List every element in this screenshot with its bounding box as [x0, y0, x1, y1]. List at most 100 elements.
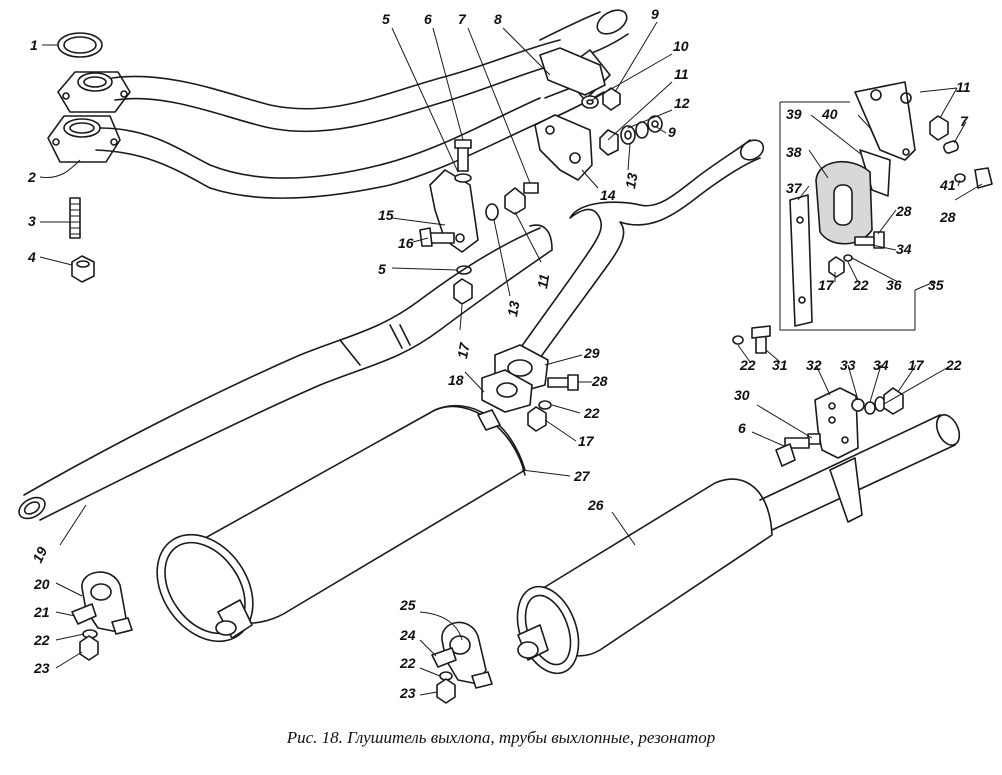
part-24-clamp-bar: [431, 647, 457, 668]
callout-label: 31: [772, 357, 788, 373]
part-15-bracket: [429, 169, 479, 253]
part-11-nut-mid: [504, 182, 539, 215]
callout-label: 38: [786, 144, 802, 160]
part-1-gasket-ring: [57, 32, 103, 58]
part-28-bolt-right: [974, 167, 993, 189]
part-17-nut-mid: [527, 406, 547, 432]
callout-label: 2: [27, 169, 36, 185]
callout-label: 14: [600, 187, 616, 203]
callout-label: 1: [30, 37, 38, 53]
callout-label: 17: [908, 357, 925, 373]
callout-label: 18: [448, 372, 464, 388]
callout-label: 23: [33, 660, 50, 676]
part-rear-pipe: [511, 139, 765, 366]
callout-label: 22: [739, 357, 756, 373]
callout-label: 4: [27, 249, 36, 265]
callout-label: 25: [399, 597, 416, 613]
callout-label: 36: [886, 277, 902, 293]
callout-label: 3: [28, 213, 36, 229]
part-11-nut-right: [929, 115, 949, 141]
part-37-strap: [789, 194, 813, 327]
part-28-bolt: [547, 374, 579, 391]
part-22-washer-31: [732, 335, 744, 345]
callout-label: 41: [939, 177, 956, 193]
callout-label: 17: [818, 277, 835, 293]
callout-label: 28: [939, 209, 956, 225]
part-31-bolt: [751, 325, 771, 354]
callout-label: 35: [928, 277, 944, 293]
part-19-intermediate-pipe: [18, 224, 553, 521]
part-14-bracket: [534, 114, 593, 181]
callout-label: 27: [573, 468, 591, 484]
callout-label: 13: [622, 171, 640, 189]
callout-label: 17: [578, 433, 595, 449]
part-21-clamp-bar: [71, 603, 97, 625]
part-34-washer-rear: [864, 401, 876, 415]
part-22-washer-mid: [538, 400, 552, 410]
part-26-rear-muffler: [516, 414, 961, 675]
callout-label: 32: [806, 357, 822, 373]
callout-label: 28: [591, 373, 608, 389]
part-32-rear-bracket: [814, 387, 859, 459]
part-11-12-13-fasteners: [599, 115, 663, 156]
callout-label: 5: [382, 11, 390, 27]
part-7-spacer-right: [943, 140, 959, 154]
part-2-front-pipes: [47, 9, 629, 199]
part-36-washer: [843, 254, 853, 262]
callout-label: 33: [840, 357, 856, 373]
callout-label: 16: [398, 235, 414, 251]
part-23-nut-bottom: [436, 678, 456, 704]
part-35-frame: [779, 101, 916, 331]
part-17-nut-rear: [883, 387, 904, 415]
callout-label: 23: [399, 685, 416, 701]
part-9-nut-upper: [602, 87, 621, 111]
callout-label: 28: [895, 203, 912, 219]
callout-label: 37: [786, 180, 803, 196]
callout-label: 22: [852, 277, 869, 293]
part-17-nut-res: [828, 256, 845, 278]
callout-label: 34: [896, 241, 912, 257]
callout-label: 17: [454, 341, 473, 360]
callout-labels: 1 2 3 4 5 6 7 8 9 10 11 12 9 13 14 11 13…: [27, 6, 971, 701]
callout-label: 22: [399, 655, 416, 671]
callout-label: 40: [821, 106, 838, 122]
callout-label: 29: [583, 345, 600, 361]
callout-label: 24: [399, 627, 416, 643]
part-6-bolt: [454, 139, 472, 183]
part-6-bolt-rear: [775, 437, 810, 467]
part-3-stud: [69, 197, 81, 239]
part-38-rubber-cushion: [815, 160, 873, 245]
callout-label: 11: [956, 79, 971, 95]
leader-lines: [39, 21, 983, 696]
callout-label: 6: [738, 420, 746, 436]
part-18-gasket: [481, 369, 533, 413]
part-8-flange-upper: [539, 47, 606, 96]
callout-label: 9: [668, 124, 676, 140]
callout-label: 11: [534, 273, 552, 290]
callout-label: 19: [29, 544, 50, 565]
callout-label: 5: [378, 261, 386, 277]
callout-label: 8: [494, 11, 502, 27]
callout-label: 22: [945, 357, 962, 373]
part-25-clamp: [441, 621, 493, 689]
callout-label: 10: [673, 38, 689, 54]
callout-label: 26: [587, 497, 604, 513]
callout-label: 13: [504, 299, 522, 317]
callout-label: 20: [33, 576, 50, 592]
figure-caption: Рис. 18. Глушитель выхлопа, трубы выхлоп…: [286, 728, 716, 747]
callout-label: 22: [33, 632, 50, 648]
part-41-washer: [954, 173, 966, 183]
callout-label: 30: [734, 387, 750, 403]
part-23-nut-left: [79, 635, 99, 661]
part-4-nut: [71, 255, 95, 283]
part-16-bolt: [419, 227, 455, 247]
callout-label: 6: [424, 11, 432, 27]
callout-label: 39: [786, 106, 802, 122]
callout-label: 7: [458, 11, 467, 27]
part-17-nut: [453, 278, 473, 305]
callout-label: 34: [873, 357, 889, 373]
callout-label: 15: [378, 207, 394, 223]
callout-label: 7: [960, 113, 969, 129]
